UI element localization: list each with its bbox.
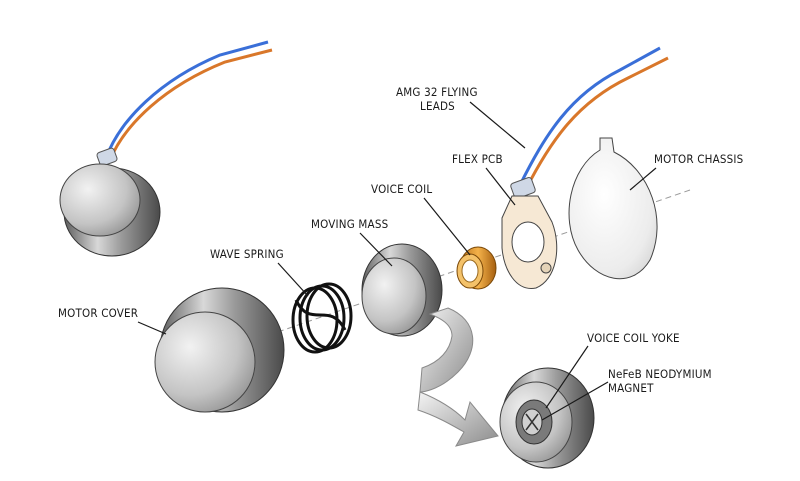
leader-wave-spring — [277, 262, 309, 297]
leader-voice-coil — [423, 197, 471, 256]
voice-coil — [456, 246, 497, 290]
label-motor-chassis: MOTOR CHASSIS — [654, 152, 743, 166]
leader-voice-coil-yoke — [545, 345, 589, 409]
label-motor-cover: MOTOR COVER — [58, 306, 138, 320]
label-flying-leads-1: AMG 32 FLYING — [396, 85, 478, 99]
label-voice-coil-yoke: VOICE COIL YOKE — [587, 331, 680, 345]
label-flex-pcb: FLEX PCB — [452, 152, 503, 166]
label-wave-spring: WAVE SPRING — [210, 247, 284, 261]
leader-motor-chassis — [629, 167, 657, 191]
leader-magnet — [541, 381, 609, 421]
voice-coil-yoke — [499, 367, 595, 469]
leader-flying-leads — [469, 101, 526, 149]
wave-spring — [291, 282, 353, 354]
leader-moving-mass — [359, 232, 393, 267]
leader-flex-pcb — [485, 167, 516, 206]
label-magnet-1: NeFeB NEODYMIUM — [608, 367, 712, 381]
moving-mass — [361, 243, 443, 337]
label-moving-mass: MOVING MASS — [311, 217, 388, 231]
label-magnet-2: MAGNET — [608, 381, 654, 395]
motor-cover — [154, 287, 285, 413]
transition-arrow — [417, 307, 499, 447]
flex-pcb — [501, 46, 669, 289]
motor-chassis — [568, 137, 658, 280]
label-flying-leads-2: LEADS — [420, 99, 455, 113]
label-voice-coil: VOICE COIL — [371, 182, 432, 196]
assembled-motor — [59, 40, 273, 257]
leader-motor-cover — [137, 321, 167, 335]
